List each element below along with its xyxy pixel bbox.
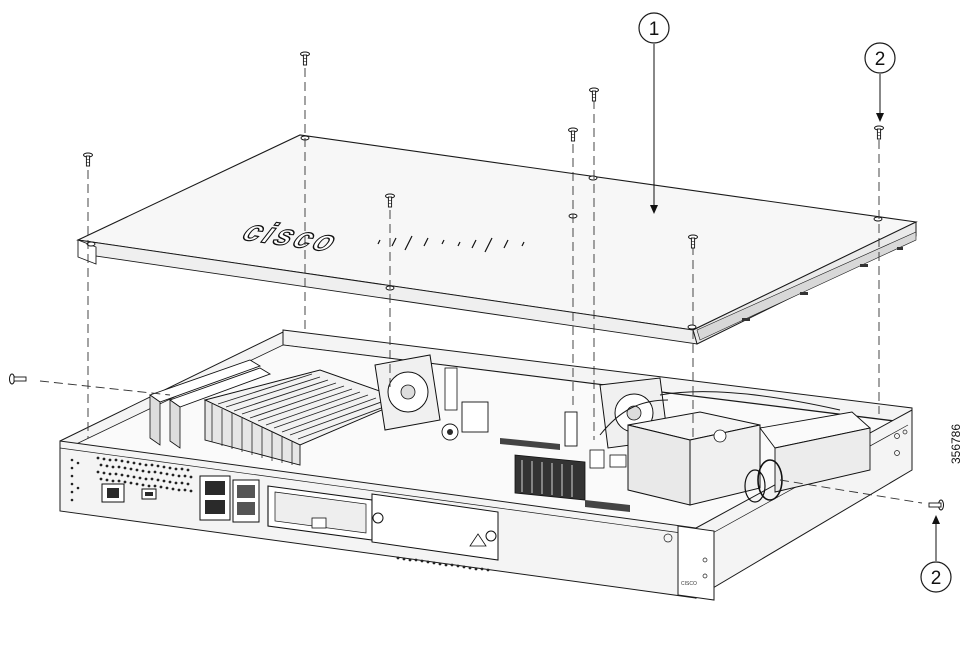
side-screw-left	[9, 373, 27, 385]
callout-label: 2	[875, 49, 886, 70]
callout-screws-side: 2	[920, 515, 952, 593]
memory-modules	[149, 359, 272, 449]
callout-label: 1	[649, 19, 660, 40]
screw	[589, 87, 599, 102]
heatsink	[203, 369, 407, 466]
screw	[83, 152, 93, 167]
fan-left	[374, 354, 458, 431]
callout-cover: 1	[638, 12, 670, 214]
cisco-logo-bars	[377, 235, 525, 253]
nim-slot	[267, 485, 373, 541]
svg-text:CISCO: CISCO	[681, 581, 697, 587]
callout-label: 2	[931, 568, 942, 589]
screw	[300, 51, 310, 66]
side-screw-right	[928, 499, 944, 511]
screw	[568, 127, 578, 142]
screw	[874, 125, 884, 140]
console-port	[101, 483, 125, 503]
ethernet-ports	[199, 475, 260, 523]
router-chassis: CISCO	[59, 329, 913, 601]
usb-port	[141, 488, 157, 500]
figure-id: 356786	[949, 424, 963, 464]
module-faceplate	[371, 493, 499, 561]
board-components	[441, 401, 630, 512]
power-supply	[599, 391, 871, 506]
callout-screws-top: 2	[864, 42, 896, 122]
screw-alignment-lines	[39, 68, 923, 504]
top-cover: cisco	[76, 134, 918, 345]
front-vent-grille	[96, 456, 490, 572]
